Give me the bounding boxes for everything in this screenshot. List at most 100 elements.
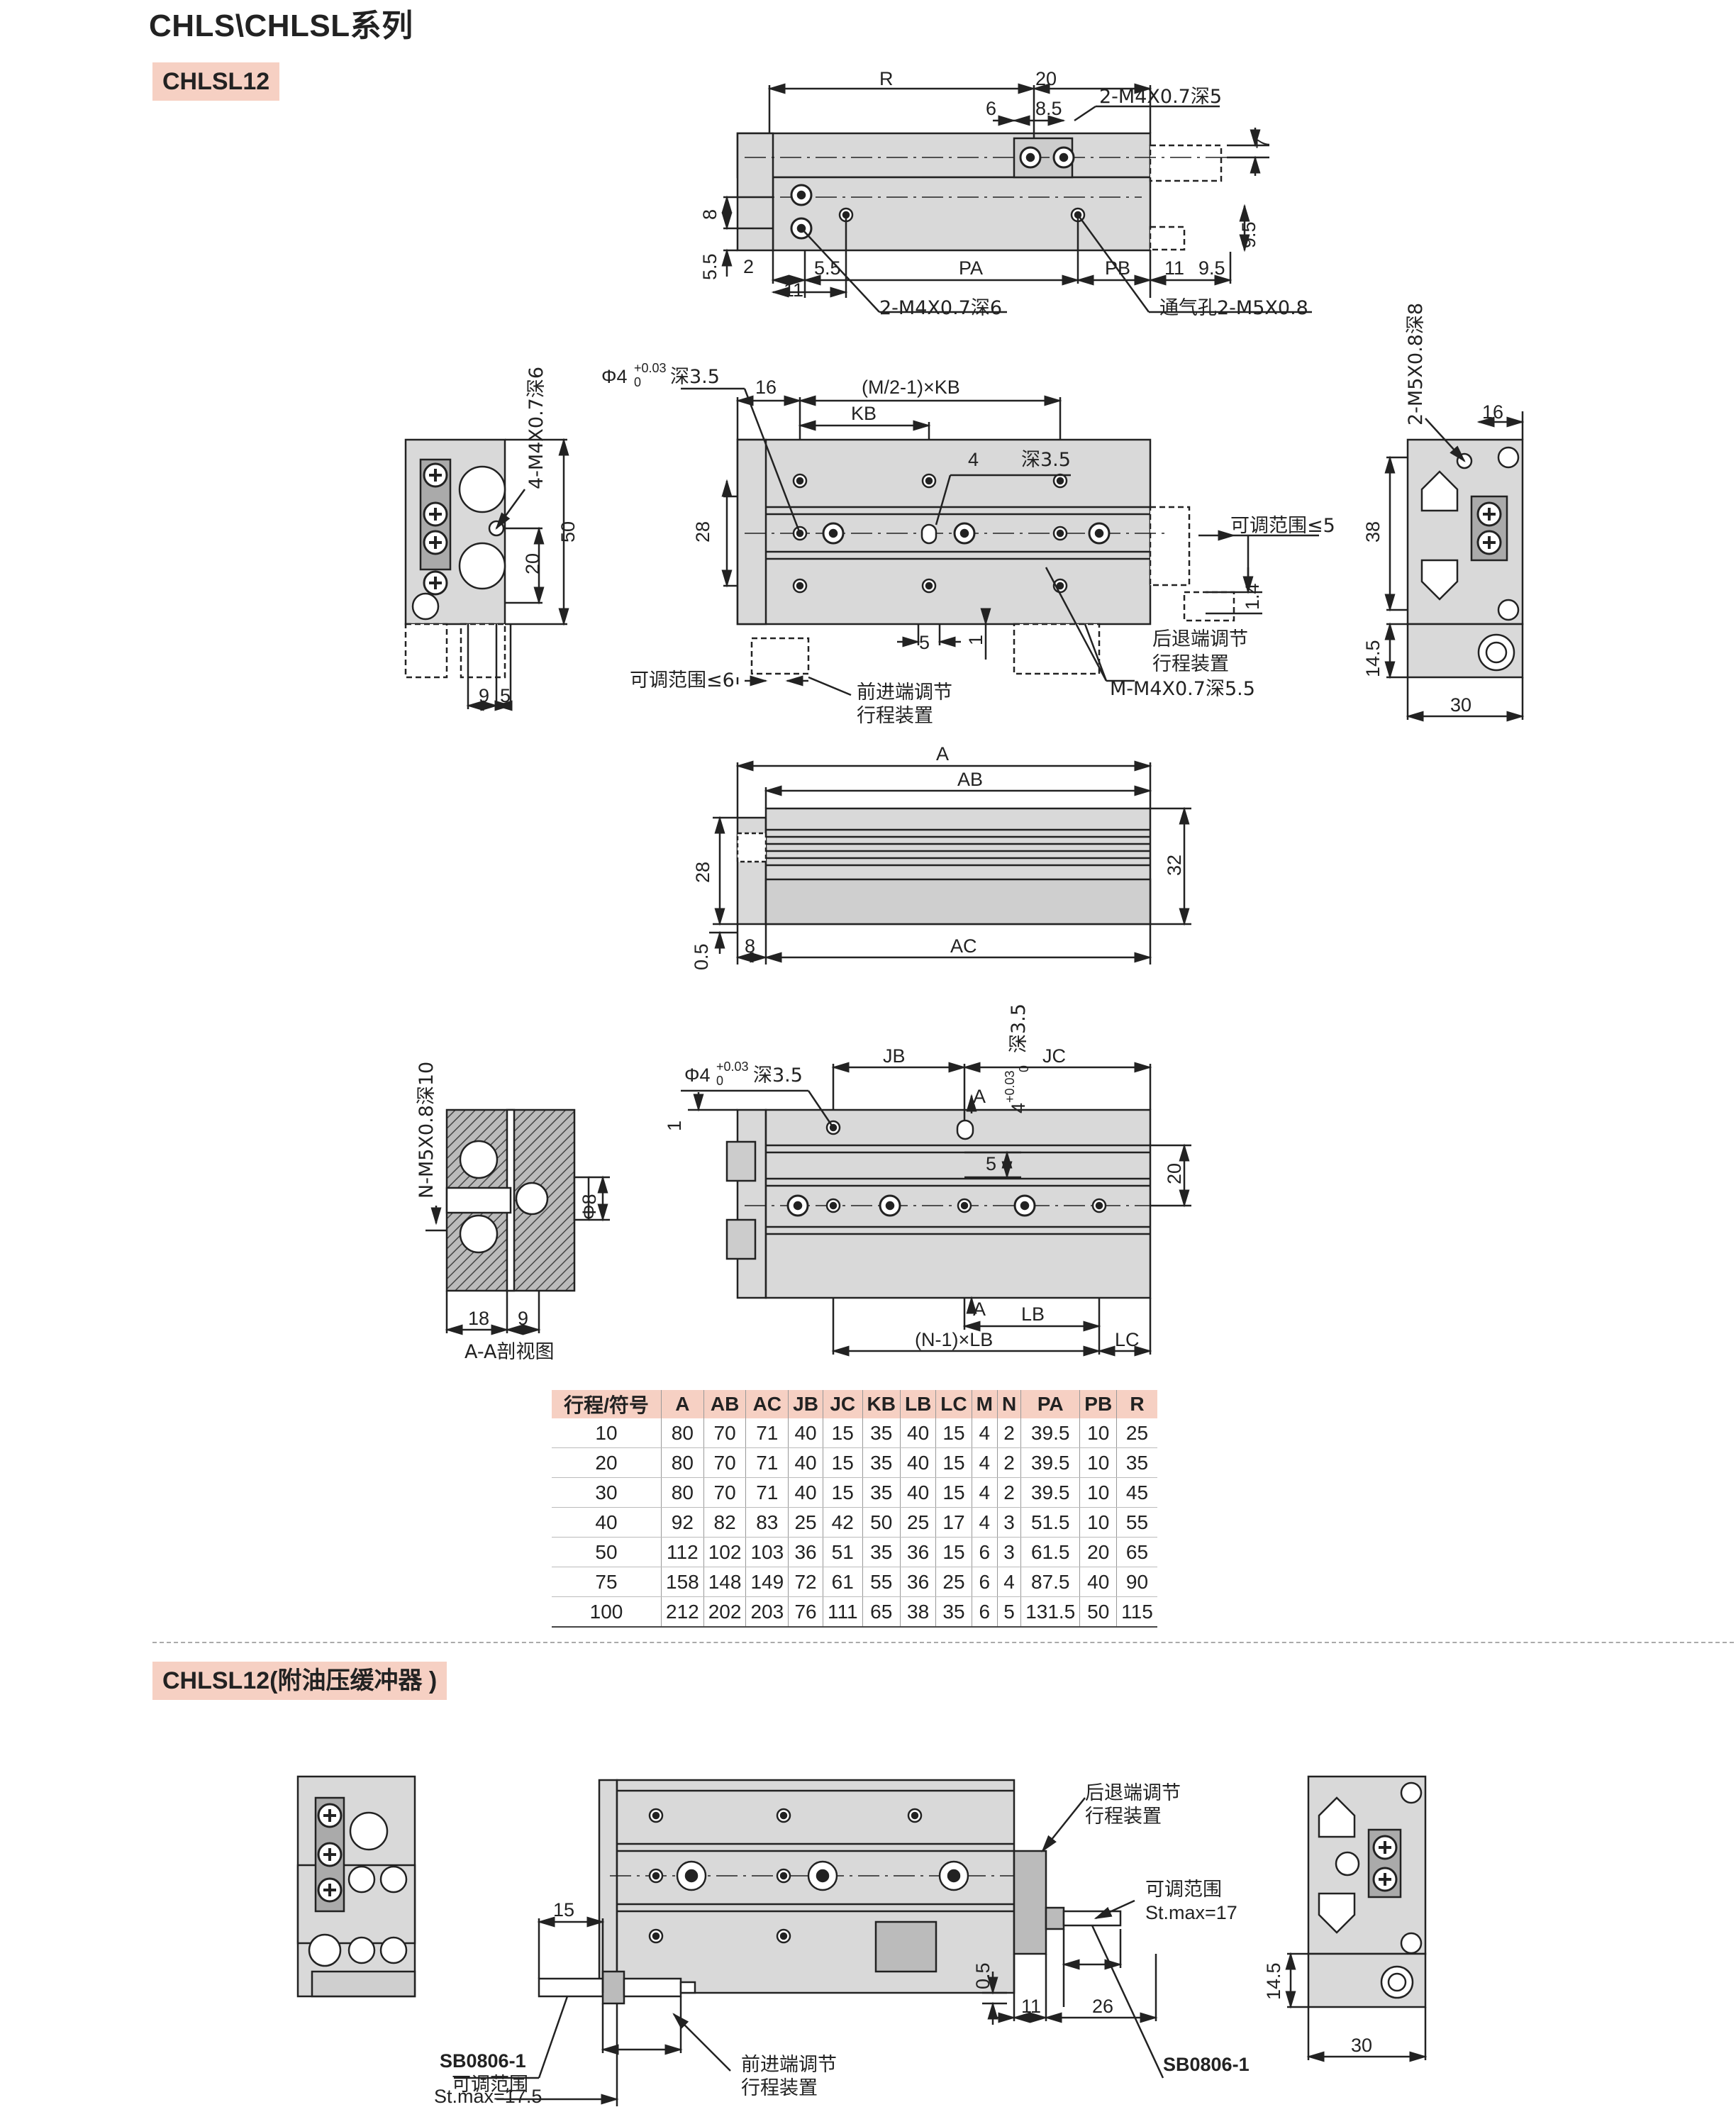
table-cell: 39.5 <box>1020 1477 1081 1508</box>
dim-38: 38 <box>1362 521 1384 543</box>
dim-front-16: 16 <box>755 377 777 398</box>
left-view-labels: 4-M4X0.7深6 50 20 9 5 <box>479 367 579 706</box>
dim-section-9: 9 <box>518 1308 528 1329</box>
dim-n1lb: (N-1)×LB <box>915 1329 993 1350</box>
table-cell: 39.5 <box>1020 1447 1081 1478</box>
table-cell: 35 <box>862 1537 901 1567</box>
dim-5-5: 5.5 <box>699 253 720 280</box>
table-cell: 50 <box>862 1507 901 1538</box>
table-header-cell: AB <box>703 1390 747 1418</box>
label-sb-left: SB0806-1 <box>440 2050 526 2072</box>
label-vert-tol0: 0 <box>1017 1065 1031 1072</box>
label-mtap: M-M4X0.7深5.5 <box>1110 678 1255 700</box>
table-cell: 15 <box>935 1418 972 1448</box>
table-cell: 17 <box>935 1507 972 1538</box>
table-cell: 4 <box>972 1477 998 1508</box>
dim-8: 8 <box>699 209 720 220</box>
dim-50: 50 <box>557 521 579 543</box>
table-cell: 65 <box>862 1596 901 1628</box>
dim-JB: JB <box>883 1045 906 1067</box>
table-cell: 10 <box>1079 1477 1118 1508</box>
dim-phi8: Φ8 <box>579 1194 600 1220</box>
dim-right-16: 16 <box>1482 401 1503 423</box>
table-cell: 35 <box>935 1596 972 1628</box>
label-bottom-phi4: Φ4 <box>684 1064 711 1086</box>
table-cell: 102 <box>703 1537 747 1567</box>
dim-front-5: 5 <box>919 632 930 653</box>
label-d2-range1: 可调范围 <box>1145 1879 1222 1901</box>
dim-JC: JC <box>1042 1045 1066 1067</box>
label-front-adj1: 前进端调节 <box>857 682 952 704</box>
table-cell: 70 <box>703 1418 747 1448</box>
label-bottom-tol: +0.03 <box>716 1060 749 1074</box>
table-cell: 51.5 <box>1020 1507 1081 1538</box>
dim-6: 6 <box>986 98 996 119</box>
dim-5-5b: 5.5 <box>814 257 841 279</box>
table-header-cell: JB <box>788 1390 823 1418</box>
dim-d2-0-5: 0.5 <box>972 1962 994 1989</box>
section-tag-chlsl12-shock: CHLSL12(附油压缓冲器 ) <box>152 1662 447 1700</box>
section-caption: A-A剖视图 <box>464 1341 555 1363</box>
label-vert-tol: +0.03 <box>1003 1070 1017 1103</box>
dim-11: 11 <box>1164 257 1184 279</box>
table-cell: 158 <box>661 1567 704 1597</box>
section-divider <box>152 1642 1734 1643</box>
label-left-tap: 4-M4X0.7深6 <box>525 367 547 489</box>
table-header-cell: A <box>661 1390 704 1418</box>
table-cell: 2 <box>997 1418 1022 1448</box>
table-cell: 42 <box>823 1507 863 1538</box>
dim-2: 2 <box>743 256 754 277</box>
table-cell: 10 <box>1079 1418 1118 1448</box>
table-header-cell: PB <box>1079 1390 1118 1418</box>
table-cell: 72 <box>788 1567 823 1597</box>
table-cell: 30 <box>552 1477 662 1508</box>
table-cell: 65 <box>1116 1537 1157 1567</box>
label-vent: 通气孔2-M5X0.8 <box>1159 297 1308 319</box>
label-section-A-top: A <box>973 1086 986 1107</box>
table-cell: 100 <box>552 1596 662 1628</box>
table-cell: 3 <box>997 1507 1022 1538</box>
label-tol0: 0 <box>634 375 641 389</box>
table-cell: 90 <box>1116 1567 1157 1597</box>
dim-KB: KB <box>851 403 877 424</box>
table-cell: 35 <box>862 1418 901 1448</box>
label-tap-bottom: 2-M4X0.7深6 <box>879 297 1002 319</box>
dim-9-5-right: 9.5 <box>1238 221 1259 248</box>
table-header-cell: 行程/符号 <box>552 1390 662 1418</box>
table-cell: 149 <box>745 1567 789 1597</box>
table-cell: 20 <box>552 1447 662 1478</box>
dim-8-5: 8.5 <box>1035 98 1062 119</box>
dim-32: 32 <box>1164 855 1185 876</box>
label-section-tap: N-M5X0.8深10 <box>416 1062 438 1199</box>
table-cell: 76 <box>788 1596 823 1628</box>
label-sb-right: SB0806-1 <box>1163 2054 1250 2075</box>
label-d2-front-adj1: 前进端调节 <box>741 2054 837 2076</box>
table-cell: 6 <box>972 1567 998 1597</box>
dim-front-28: 28 <box>692 521 713 543</box>
table-cell: 70 <box>703 1477 747 1508</box>
drawing2-left-view <box>296 1775 416 1998</box>
dim-PA: PA <box>959 257 983 279</box>
table-cell: 40 <box>900 1477 937 1508</box>
table-cell: 15 <box>823 1477 863 1508</box>
table-cell: 203 <box>745 1596 789 1628</box>
table-cell: 15 <box>935 1537 972 1567</box>
label-range5: 可调范围≤5 <box>1230 515 1335 537</box>
dim-d2-14-5: 14.5 <box>1263 1962 1284 2000</box>
dim-side-28: 28 <box>692 862 713 883</box>
dim-side-0-5: 0.5 <box>691 943 712 970</box>
section-tag-chlsl12: CHLSL12 <box>152 62 280 101</box>
table-cell: 75 <box>552 1567 662 1597</box>
table-cell: 61.5 <box>1020 1537 1081 1567</box>
dim-left-20: 20 <box>522 553 543 574</box>
label-depth: 深3.5 <box>670 366 720 388</box>
table-cell: 25 <box>1116 1418 1157 1448</box>
right-view <box>1384 411 1525 722</box>
table-cell: 55 <box>862 1567 901 1597</box>
right-view-labels: 2-M5X0.8深8 16 38 14.5 30 <box>1362 303 1503 716</box>
table-cell: 40 <box>900 1447 937 1478</box>
top-view <box>721 83 1312 313</box>
table-cell: 80 <box>661 1477 704 1508</box>
